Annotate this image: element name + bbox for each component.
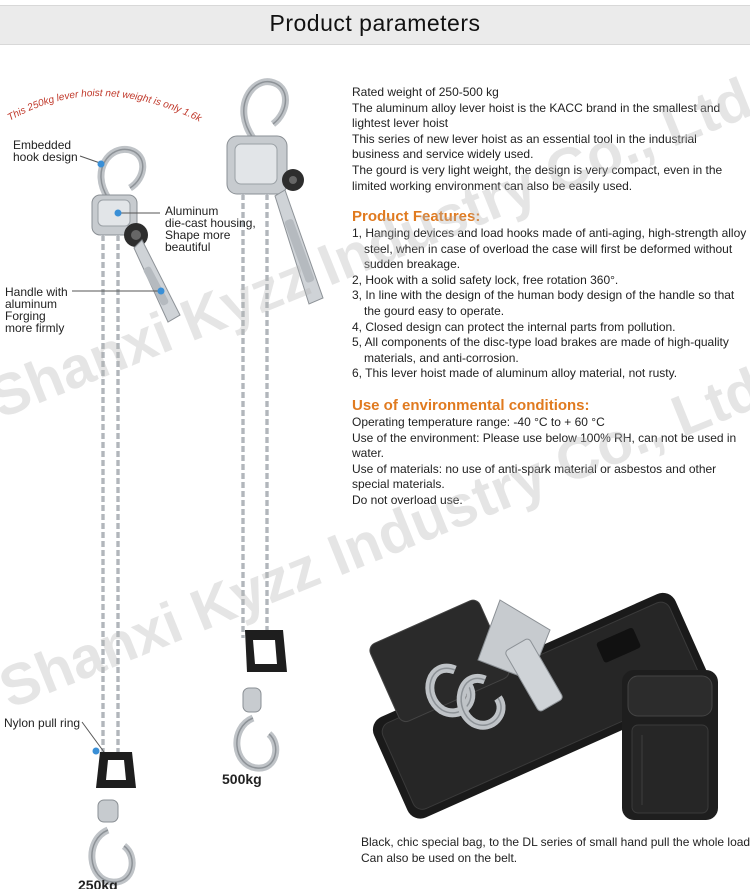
weight-label-250kg: 250kg	[78, 877, 118, 889]
callout-embedded-hook: Embedded hook design	[13, 138, 78, 164]
hoist-250kg-image	[88, 145, 181, 886]
intro-line: Rated weight of 250-500 kg	[352, 85, 499, 99]
feature-item: 3, In line with the design of the human …	[352, 288, 735, 318]
header-bar	[0, 5, 750, 45]
environment-item: Do not overload use.	[352, 492, 463, 507]
environment-item: Operating temperature range: -40 °C to +…	[352, 415, 605, 429]
feature-item: 1, Hanging devices and load hooks made o…	[352, 226, 747, 272]
bag-image	[369, 592, 718, 820]
weight-note: This 250kg lever hoist net weight is onl…	[0, 70, 204, 125]
bag-caption: Black, chic special bag, to the DL serie…	[361, 835, 750, 865]
environment-section: Use of environmental conditions: Operati…	[352, 397, 747, 509]
features-section: Product Features: 1, Hanging devices and…	[352, 208, 747, 382]
environment-item: Use of materials: no use of anti-spark m…	[352, 461, 717, 492]
features-title: Product Features:	[352, 208, 481, 225]
intro-line: The aluminum alloy lever hoist is the KA…	[352, 100, 721, 131]
weight-label-500kg: 500kg	[222, 771, 262, 787]
callout-handle: Handle with aluminum Forging more firmly	[5, 285, 68, 335]
page-title: Product parameters	[269, 10, 481, 36]
environment-title: Use of environmental conditions:	[352, 397, 590, 414]
callout-lines	[72, 155, 165, 755]
feature-item: 5, All components of the disc-type load …	[352, 335, 729, 365]
callout-housing: Aluminum die-cast housing, Shape more be…	[165, 204, 256, 254]
feature-item: 2, Hook with a solid safety lock, free r…	[352, 272, 619, 287]
feature-item: 6, This lever hoist made of aluminum all…	[352, 366, 678, 381]
intro-line: This series of new lever hoist as an ess…	[352, 131, 697, 162]
intro-line: The gourd is very light weight, the desi…	[352, 162, 723, 193]
environment-item: Use of the environment: Please use below…	[352, 430, 737, 461]
intro-text: Rated weight of 250-500 kg The aluminum …	[352, 85, 747, 194]
callout-nylon-ring: Nylon pull ring	[4, 716, 81, 730]
hoist-500kg-image	[226, 78, 324, 772]
feature-item: 4, Closed design can protect the interna…	[352, 319, 676, 334]
